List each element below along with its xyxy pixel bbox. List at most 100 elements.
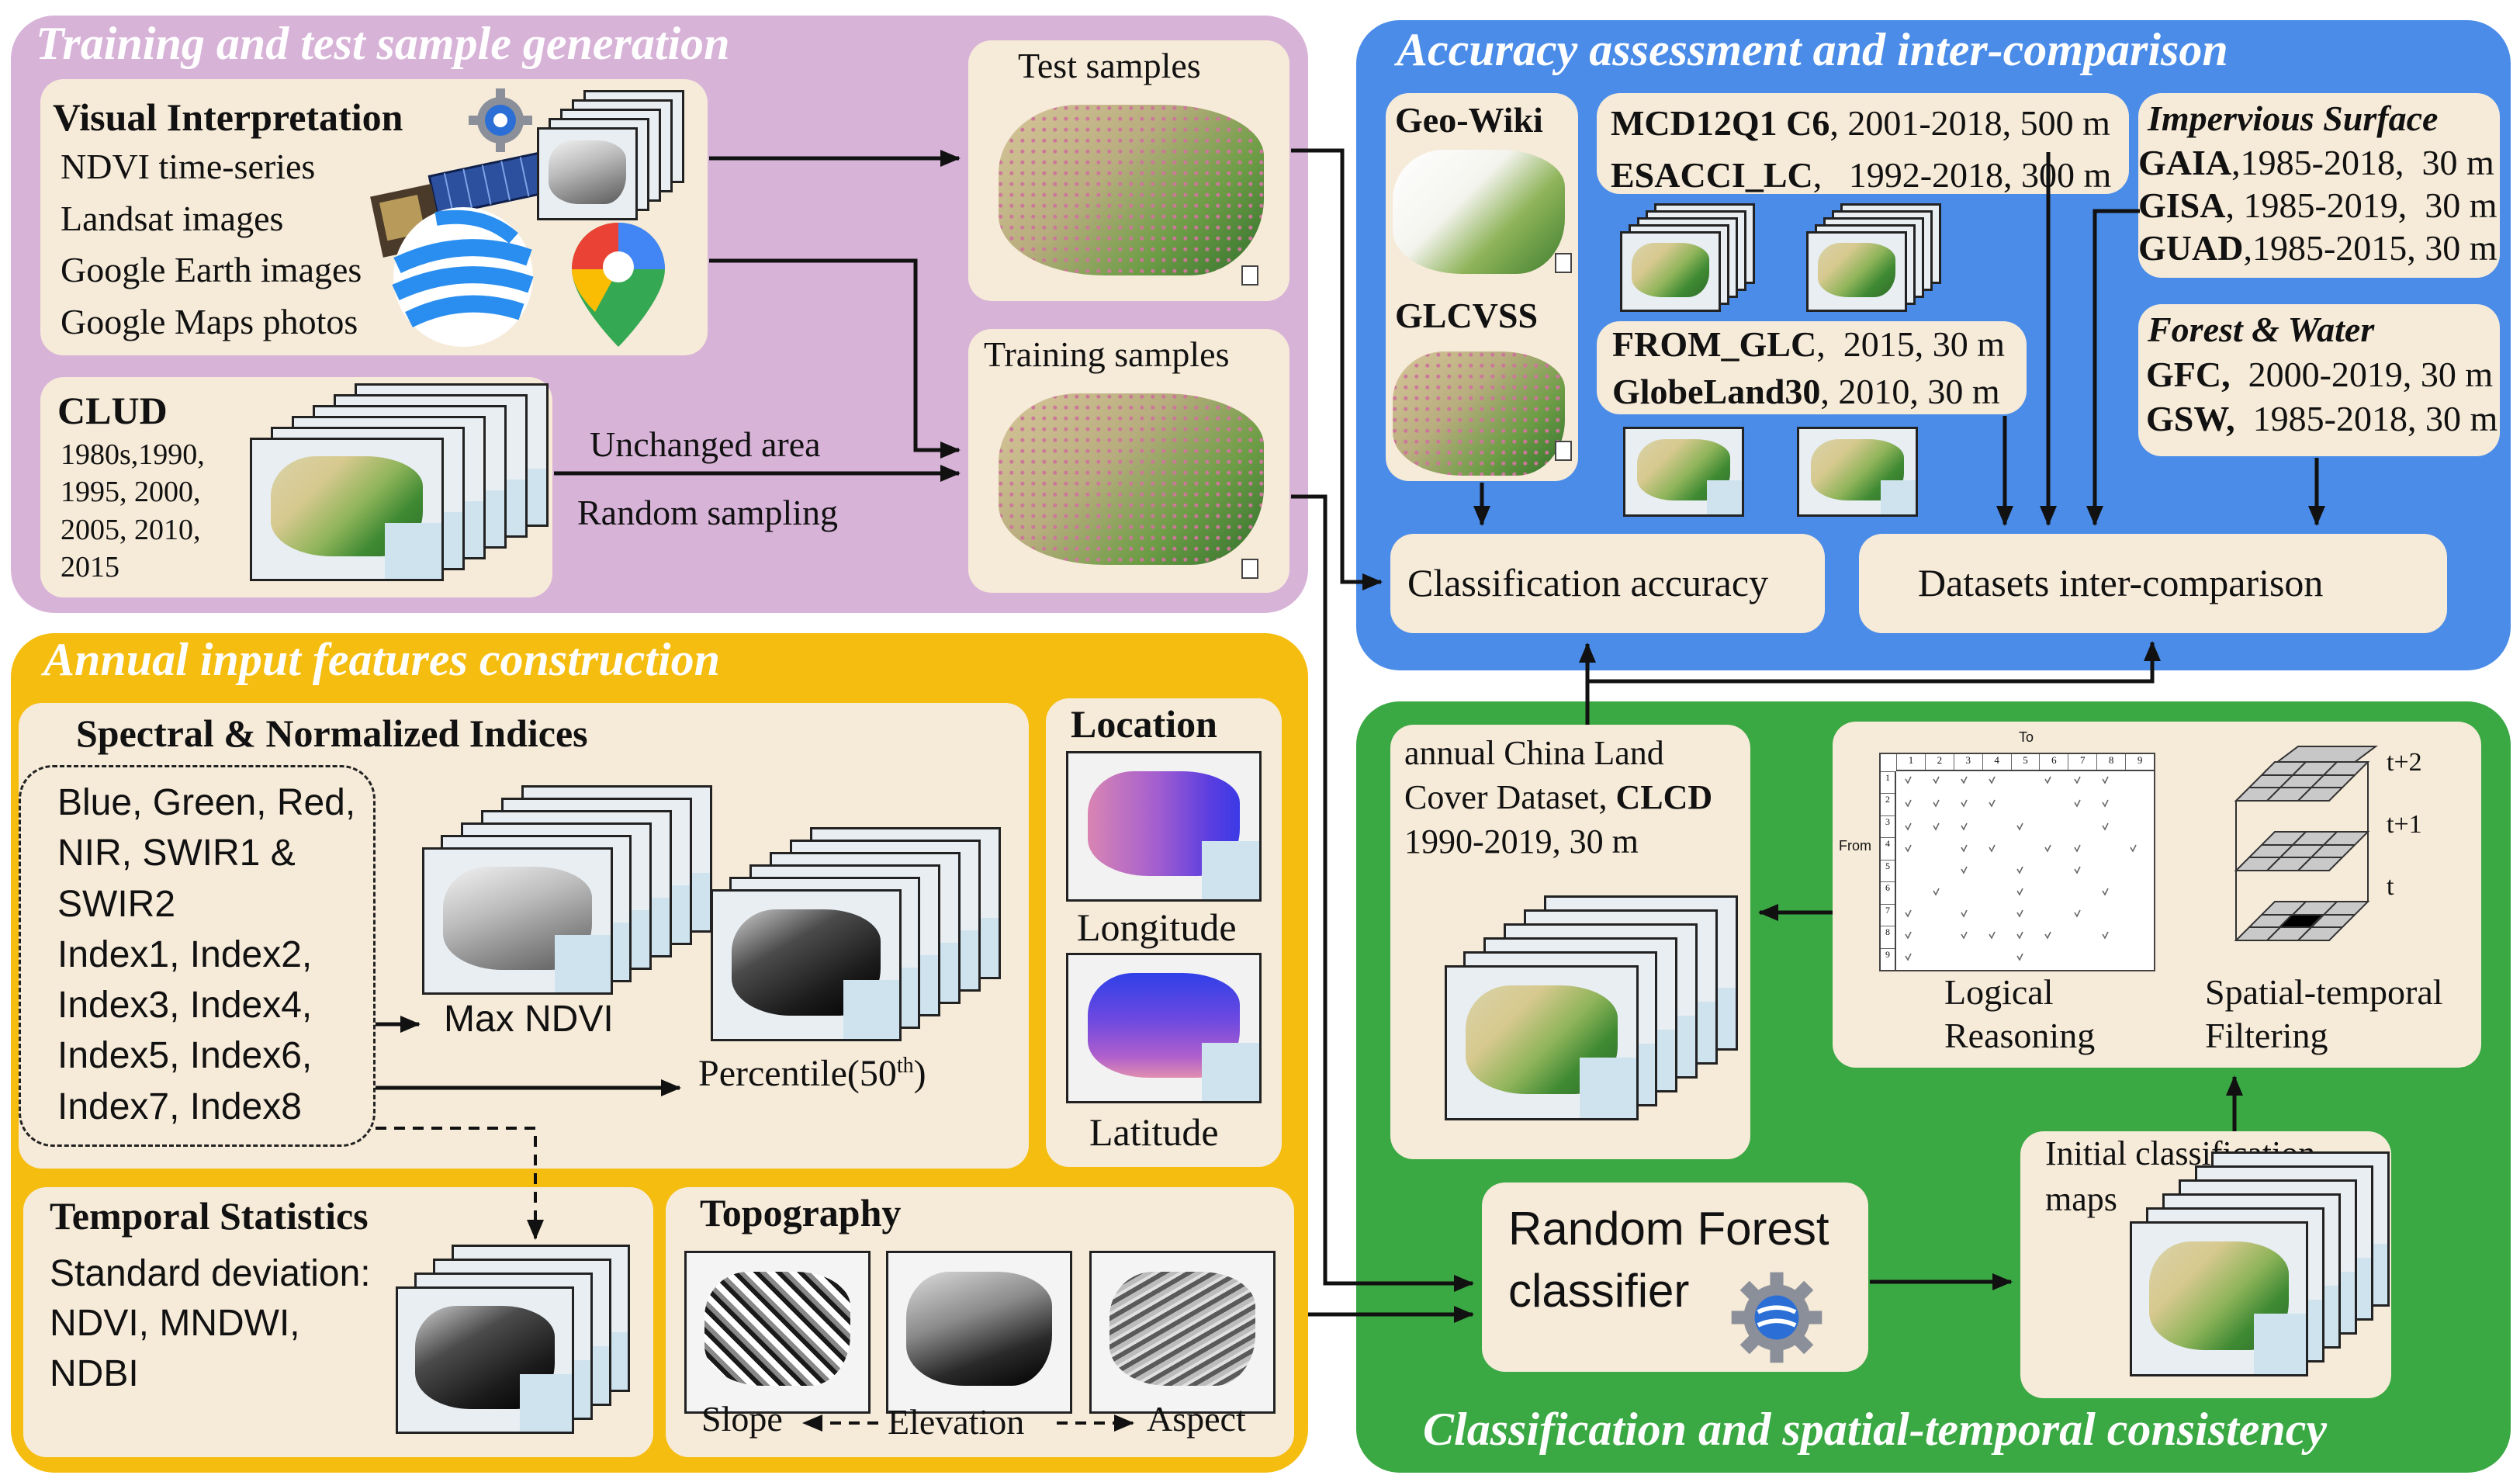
aspect-label: Aspect <box>1147 1399 1246 1439</box>
aspect-map <box>1089 1251 1276 1414</box>
topography-title: Topography <box>700 1191 902 1234</box>
col-3: 3 <box>1953 754 1982 770</box>
datasets-intercomparison-box: Datasets inter-comparison <box>1859 534 2447 633</box>
t1-label: t+1 <box>2387 810 2422 839</box>
t0-label: t <box>2387 872 2394 901</box>
vi-item-landsat: Landsat images <box>61 198 284 238</box>
initial-maps-stack <box>2113 1151 2393 1392</box>
dataset-guad-name: GUAD <box>2138 228 2244 268</box>
test-samples-title: Test samples <box>1018 46 1201 85</box>
row-9: 9 <box>1881 947 1895 970</box>
clud-years-3: 2005, 2010, <box>61 513 201 546</box>
random-forest-box: Random Forest classifier <box>1482 1182 1868 1372</box>
dataset-gaia-info: ,1985-2018, 30 m <box>2231 143 2494 182</box>
dataset-mcd12q1-info: , 2001-2018, 500 m <box>1829 103 2110 143</box>
accuracy-panel-title: Accuracy assessment and inter-comparison <box>1397 24 2228 75</box>
geo-wiki-label: Geo-Wiki <box>1395 100 1543 140</box>
row-6: 6 <box>1881 881 1895 903</box>
gear-icon-classifier <box>1731 1272 1822 1363</box>
clud-box: CLUD 1980s,1990, 1995, 2000, 2005, 2010,… <box>40 377 552 597</box>
row-1: 1 <box>1881 771 1895 793</box>
glcvss-legend <box>1555 441 1572 461</box>
topography-box: Topography Slope Elevation Aspect <box>666 1187 1294 1457</box>
clcd-line-2: Cover Dataset, <box>1404 778 1616 817</box>
fromglc-map <box>1623 427 1744 517</box>
clcd-name: CLCD <box>1615 778 1713 817</box>
dataset-gisa-name: GISA <box>2138 185 2226 226</box>
classification-panel-title: Classification and spatial-temporal cons… <box>1423 1404 2328 1455</box>
dataset-gfc-info: 2000-2019, 30 m <box>2230 355 2494 394</box>
latitude-label: Latitude <box>1089 1110 1219 1154</box>
row-7: 7 <box>1881 903 1895 926</box>
globeland30-map <box>1797 427 1918 517</box>
dataset-fromglc-info: , 2015, 30 m <box>1816 324 2005 364</box>
clcd-line-3: 1990-2019, 30 m <box>1404 822 1639 861</box>
training-samples-title: Training samples <box>984 334 1230 374</box>
longitude-map <box>1066 751 1262 902</box>
forest-water-title: Forest & Water <box>2148 310 2375 349</box>
dataset-fromglc-name: FROM_GLC <box>1612 324 1817 364</box>
google-earth-icon <box>392 207 534 347</box>
col-4: 4 <box>1982 754 2011 770</box>
forest-water-box: Forest & Water GFC, 2000-2019, 30 m GSW,… <box>2138 304 2500 456</box>
dataset-gfc-name: GFC, <box>2146 355 2231 394</box>
percentile-sup: th <box>896 1054 914 1078</box>
temporal-box: Temporal Statistics Standard deviation: … <box>23 1187 653 1457</box>
glcvss-label: GLCVSS <box>1395 296 1539 335</box>
dataset-mcd12q1-name: MCD12Q1 C6 <box>1611 103 1830 143</box>
training-samples-legend <box>1241 559 1258 579</box>
consistency-box: To From 1 2 3 4 5 6 7 8 9 1 2 3 4 5 6 7 … <box>1833 722 2481 1068</box>
spectral-line-4: Index1, Index2, <box>57 933 313 975</box>
vi-item-ndvi: NDVI time-series <box>61 147 316 186</box>
initial-maps-box: Initial classification maps <box>2020 1131 2391 1398</box>
elevation-map <box>886 1251 1072 1414</box>
features-panel-title: Annual input features construction <box>43 634 720 685</box>
spatial-temporal-grids <box>2234 746 2378 941</box>
random-forest-line-1: Random Forest <box>1508 1203 1829 1255</box>
row-5: 5 <box>1881 859 1895 881</box>
logical-label-1: Logical <box>1944 972 2054 1012</box>
test-samples-legend <box>1241 265 1258 286</box>
dataset-gisa-info: , 1985-2019, 30 m <box>2225 185 2498 226</box>
col-5: 5 <box>2010 754 2040 770</box>
temporal-line-1: Standard deviation: <box>50 1253 371 1294</box>
random-sampling-label: Random sampling <box>577 493 839 532</box>
col-8: 8 <box>2096 754 2125 770</box>
spectral-line-5: Index3, Index4, <box>57 985 313 1027</box>
clud-years-1: 1980s,1990, <box>61 438 205 471</box>
spectral-line-6: Index5, Index6, <box>57 1035 313 1077</box>
classification-accuracy-label: Classification accuracy <box>1407 561 1769 604</box>
clud-map-stack <box>250 383 549 593</box>
spectral-line-3: SWIR2 <box>57 883 176 925</box>
clcd-line-1: annual China Land <box>1404 734 1664 772</box>
spectral-line-2: NIR, SWIR1 & <box>57 833 296 874</box>
google-maps-pin-icon <box>572 223 665 347</box>
datasets-intercomparison-label: Datasets inter-comparison <box>1918 561 2324 604</box>
location-box: Location Longitude Latitude <box>1046 698 1282 1167</box>
random-forest-line-2: classifier <box>1508 1265 1690 1318</box>
clcd-map-stack <box>1445 895 1739 1144</box>
clcd-box: annual China Land Cover Dataset, CLCD 19… <box>1390 725 1750 1159</box>
row-4: 4 <box>1881 837 1895 859</box>
col-6: 6 <box>2039 754 2068 770</box>
slope-label: Slope <box>701 1399 783 1439</box>
fine-datasets-box: FROM_GLC, 2015, 30 m GlobeLand30, 2010, … <box>1597 321 2027 414</box>
impervious-title: Impervious Surface <box>2148 99 2439 138</box>
training-panel-title: Training and test sample generation <box>36 18 730 69</box>
spectral-box: Spectral & Normalized Indices Blue, Gree… <box>19 703 1029 1169</box>
t2-label: t+2 <box>2387 748 2422 777</box>
test-samples-map <box>984 95 1279 289</box>
latitude-map <box>1066 953 1262 1103</box>
location-title: Location <box>1071 702 1217 746</box>
dataset-gaia-name: GAIA <box>2138 143 2232 182</box>
transition-checkmarks <box>1905 776 2137 961</box>
training-samples-map <box>984 383 1279 579</box>
spectral-line-1: Blue, Green, Red, <box>57 782 356 823</box>
transition-table-header: 1 2 3 4 5 6 7 8 9 <box>1896 754 2154 771</box>
spatial-label-1: Spatial-temporal <box>2205 972 2443 1012</box>
row-2: 2 <box>1881 793 1895 815</box>
gear-icon <box>469 88 532 152</box>
geo-wiki-legend <box>1555 253 1572 273</box>
max-ndvi-stack <box>422 785 717 1010</box>
glcvss-map <box>1389 349 1572 481</box>
